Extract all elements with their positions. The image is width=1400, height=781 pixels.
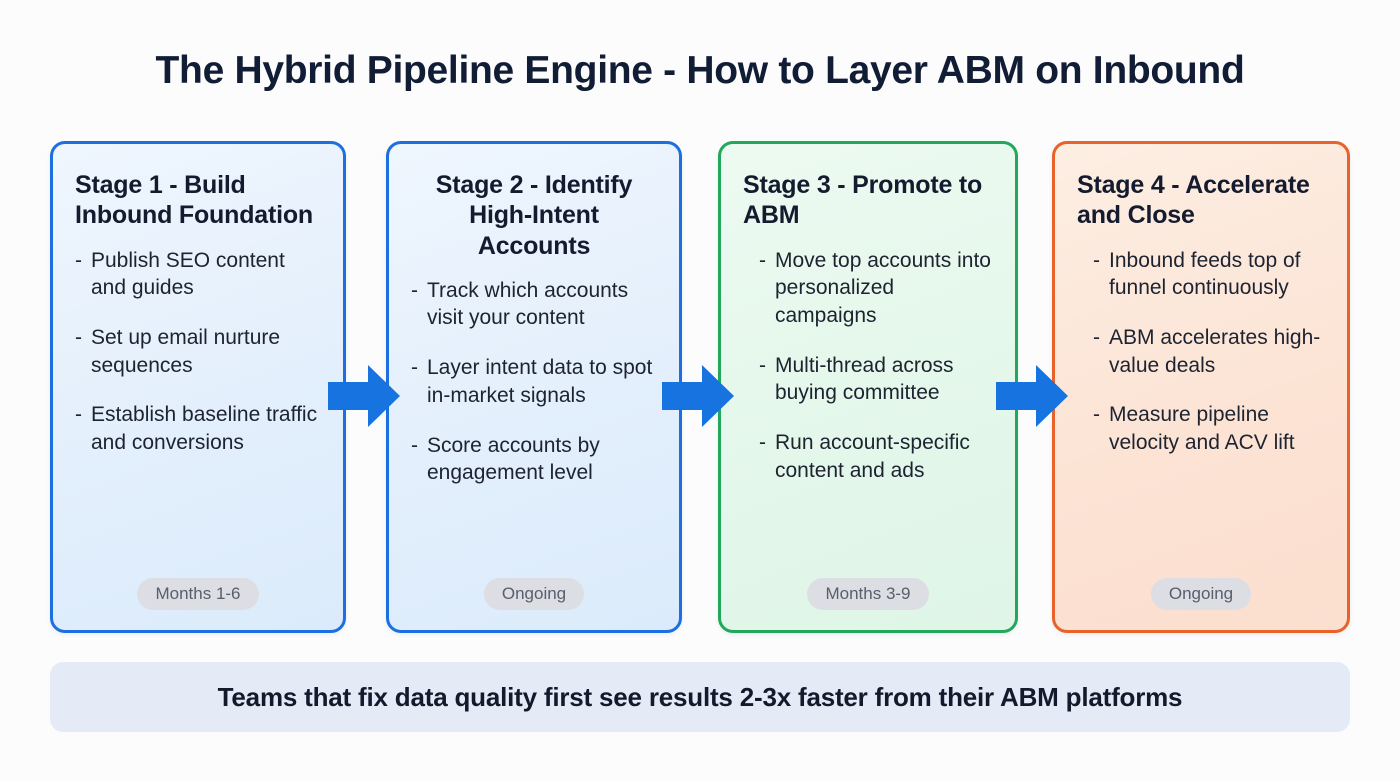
stage-bullet: - Move top accounts into personalized ca… bbox=[759, 247, 993, 330]
bullet-text: Track which accounts visit your content bbox=[427, 278, 629, 330]
right-arrow-icon bbox=[996, 365, 1068, 427]
bullet-dash-marker: - bbox=[75, 325, 82, 349]
bullet-text: Multi-thread across buying committee bbox=[775, 353, 954, 405]
stage-bullet: - Inbound feeds top of funnel continuous… bbox=[1093, 247, 1325, 302]
stage-card-title: Stage 2 - Identify High-Intent Accounts bbox=[435, 171, 633, 260]
stage-badge-wrap: Ongoing bbox=[1077, 578, 1325, 612]
bullet-dash-marker: - bbox=[1093, 325, 1100, 349]
bullet-text: Publish SEO content and guides bbox=[91, 248, 285, 300]
stage-bullet: - Score accounts by engagement level bbox=[411, 432, 657, 487]
stage-timing-badge: Ongoing bbox=[483, 578, 585, 610]
bullet-text: Move top accounts into personalized camp… bbox=[775, 248, 991, 327]
stage-bullet-list: - Inbound feeds top of funnel continuous… bbox=[1077, 247, 1325, 579]
stage-bullet: - ABM accelerates high-value deals bbox=[1093, 324, 1325, 379]
bullet-text: Layer intent data to spot in-market sign… bbox=[427, 356, 653, 407]
stage-timing-badge: Months 1-6 bbox=[137, 578, 259, 610]
stage-badge-wrap: Months 1-6 bbox=[75, 578, 321, 612]
bullet-dash-marker: - bbox=[411, 278, 418, 302]
bullet-text: Measure pipeline velocity and ACV lift bbox=[1109, 403, 1295, 455]
bullet-dash-marker: - bbox=[759, 431, 766, 455]
stage-bullet: - Measure pipeline velocity and ACV lift bbox=[1093, 401, 1325, 456]
bullet-dash-marker: - bbox=[759, 353, 766, 377]
right-arrow-icon bbox=[662, 365, 734, 427]
stage-card-4[interactable]: Stage 4 - Accelerate and Close - Inbound… bbox=[1052, 141, 1350, 633]
stage-badge-wrap: Ongoing bbox=[411, 578, 657, 612]
bullet-dash-marker: - bbox=[75, 248, 82, 272]
stage-badge-wrap: Months 3-9 bbox=[743, 578, 993, 612]
footer-banner: Teams that fix data quality first see re… bbox=[50, 662, 1350, 732]
stage-card-2[interactable]: Stage 2 - Identify High-Intent Accounts … bbox=[386, 141, 682, 633]
bullet-dash-marker: - bbox=[1093, 403, 1100, 427]
stage-timing-badge: Ongoing bbox=[1150, 578, 1252, 610]
stage-bullet: - Publish SEO content and guides bbox=[75, 247, 321, 302]
bullet-dash-marker: - bbox=[759, 248, 766, 272]
bullet-text: Inbound feeds top of funnel continuously bbox=[1109, 248, 1301, 300]
stage-bullet: - Set up email nurture sequences bbox=[75, 324, 321, 379]
stage-card-title: Stage 3 - Promote to ABM bbox=[743, 171, 983, 230]
bullet-dash-marker: - bbox=[75, 403, 82, 427]
stage-card-1[interactable]: Stage 1 - Build Inbound Foundation - Pub… bbox=[50, 141, 346, 633]
page-title: The Hybrid Pipeline Engine - How to Laye… bbox=[155, 49, 1245, 92]
stage-bullet: - Establish baseline traffic and convers… bbox=[75, 401, 321, 456]
bullet-text: Set up email nurture sequences bbox=[91, 325, 281, 377]
stage-bullet: - Run account-specific content and ads bbox=[759, 429, 993, 484]
right-arrow-icon bbox=[328, 365, 400, 427]
stage-bullet-list: - Publish SEO content and guides - Set u… bbox=[75, 247, 321, 579]
bullet-text: Establish baseline traffic and conversio… bbox=[91, 403, 318, 455]
stage-timing-badge: Months 3-9 bbox=[807, 578, 929, 610]
stage-bullet: - Layer intent data to spot in-market si… bbox=[411, 354, 657, 409]
bullet-dash-marker: - bbox=[1093, 248, 1100, 272]
stage-bullet: - Multi-thread across buying committee bbox=[759, 352, 993, 407]
stage-bullet-list: - Move top accounts into personalized ca… bbox=[743, 247, 993, 579]
stage-row: Stage 1 - Build Inbound Foundation - Pub… bbox=[50, 141, 1350, 635]
bullet-text: ABM accelerates high-value deals bbox=[1109, 325, 1321, 377]
stage-card-title: Stage 1 - Build Inbound Foundation bbox=[75, 171, 313, 230]
stage-card-3[interactable]: Stage 3 - Promote to ABM - Move top acco… bbox=[718, 141, 1018, 633]
stage-bullet-list: - Track which accounts visit your conten… bbox=[411, 277, 657, 578]
bullet-dash-marker: - bbox=[411, 356, 418, 380]
stage-bullet: - Track which accounts visit your conten… bbox=[411, 277, 657, 332]
footer-insight-text: Teams that fix data quality first see re… bbox=[217, 681, 1183, 712]
bullet-text: Score accounts by engagement level bbox=[427, 433, 600, 485]
bullet-dash-marker: - bbox=[411, 433, 418, 457]
bullet-text: Run account-specific content and ads bbox=[775, 431, 970, 482]
stage-card-title: Stage 4 - Accelerate and Close bbox=[1077, 171, 1310, 230]
